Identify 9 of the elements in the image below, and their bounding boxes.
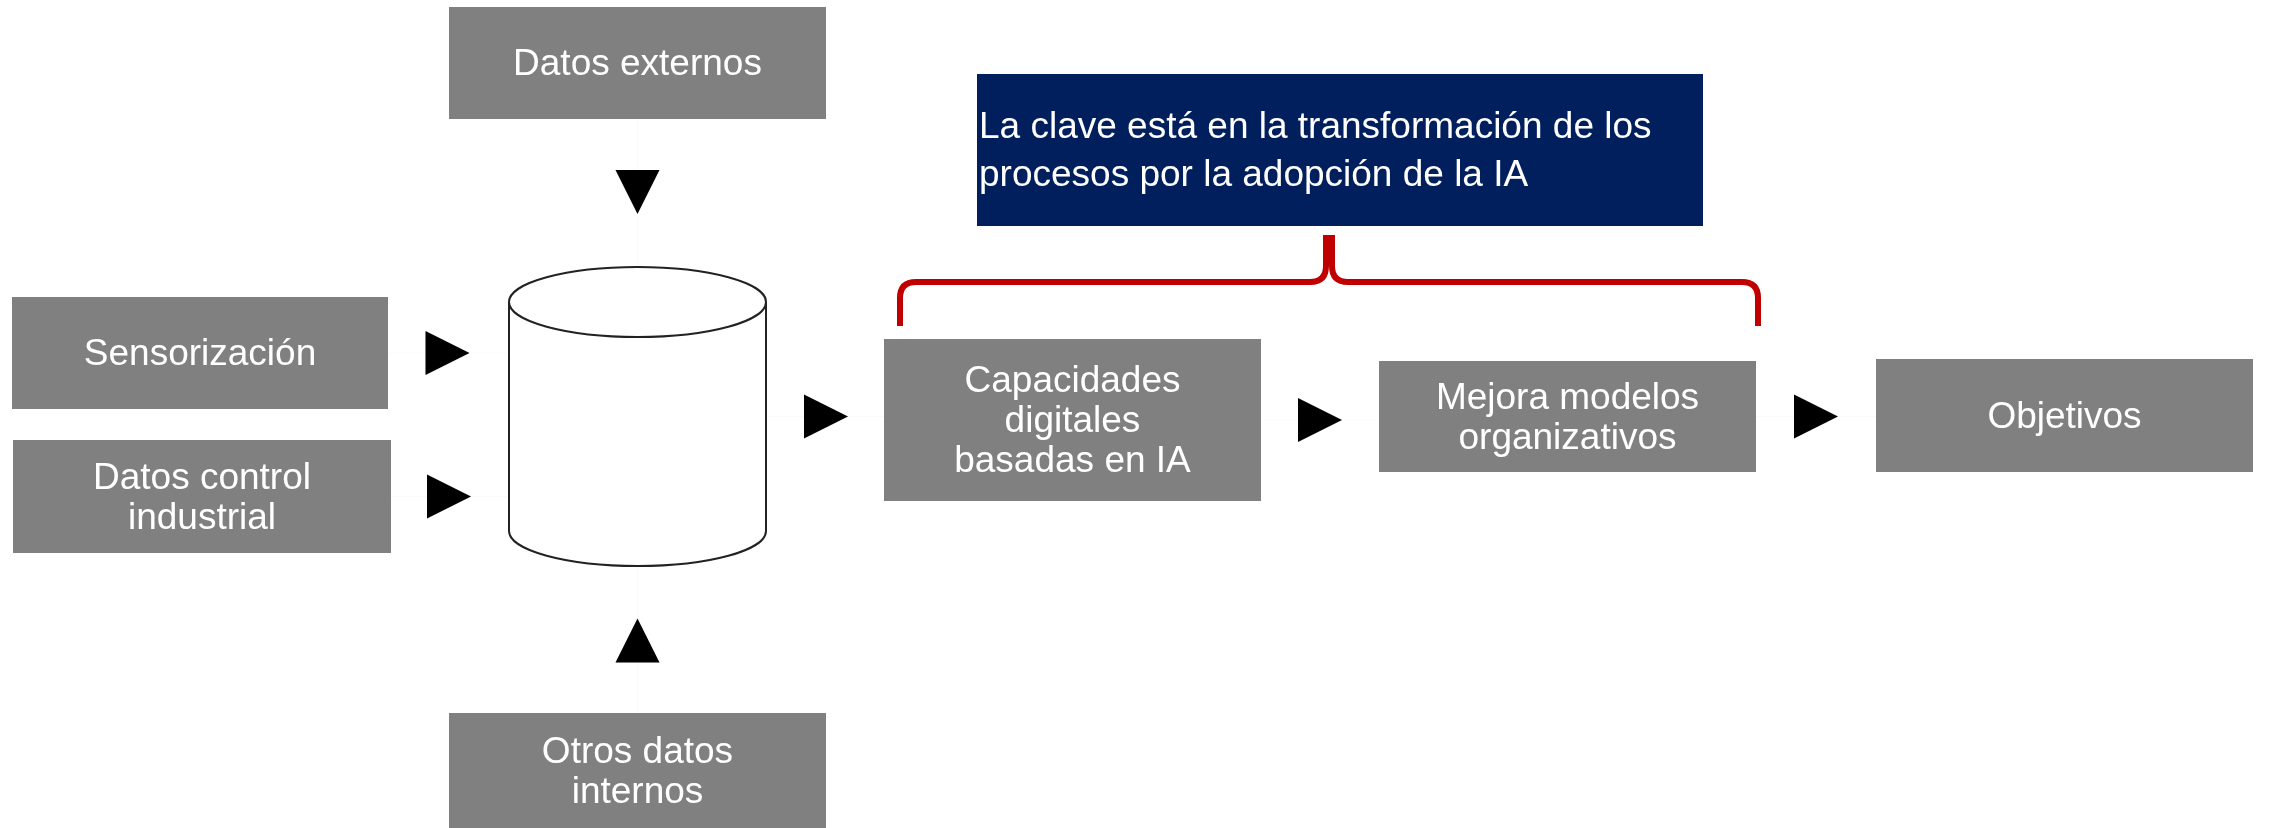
process-box: Datos control industrial bbox=[13, 440, 391, 553]
process-box: Objetivos bbox=[1876, 359, 2253, 472]
process-box: Sensorización bbox=[12, 297, 388, 409]
process-box: Capacidades digitales basadas en IA bbox=[884, 339, 1261, 501]
process-box: Otros datos internos bbox=[449, 713, 826, 828]
callout-box: La clave está en la transformación de los procesos por la adopción de la IA bbox=[977, 74, 1703, 226]
database-cylinder bbox=[507, 265, 768, 568]
process-box: Datos externos bbox=[449, 7, 826, 119]
process-box: Mejora modelos organizativos bbox=[1379, 361, 1756, 472]
